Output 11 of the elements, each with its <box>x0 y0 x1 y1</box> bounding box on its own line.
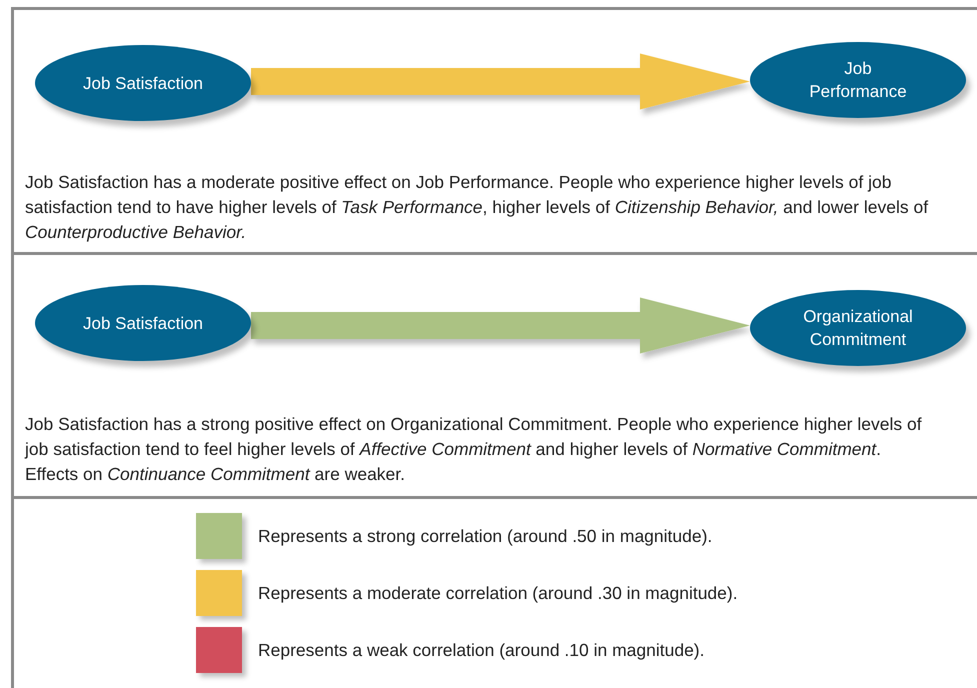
arrow <box>251 54 750 110</box>
legend-text: Represents a strong correlation (around .50 in magnitude). <box>258 526 712 546</box>
legend-text: Represents a weak correlation (around .10 in magnitude). <box>258 640 704 660</box>
node-label: Job Performance <box>808 58 908 103</box>
node-label: Job Satisfaction <box>83 312 203 334</box>
description-paragraph: Job Satisfaction has a moderate positive effect on Job Performance. People who experience higher levels of job satisfaction tend to have higher levels of Task Performance, higher levels of Citizenship Behavior, and lower levels of Counterproductive Behavior. <box>25 171 930 244</box>
description-paragraph: Job Satisfaction has a strong positive effect on Organizational Commitment. People who experience higher levels of job satisfaction tend to feel higher levels of Affective Commitment and higher levels of Normative Commitment. Effects on Continuance Commitment are weaker. <box>25 413 923 486</box>
node-label: Job Satisfaction <box>83 72 203 94</box>
arrow <box>251 298 750 354</box>
legend-text: Represents a moderate correlation (around .30 in magnitude). <box>258 582 738 604</box>
node-label: Organizational Commitment <box>802 306 914 351</box>
